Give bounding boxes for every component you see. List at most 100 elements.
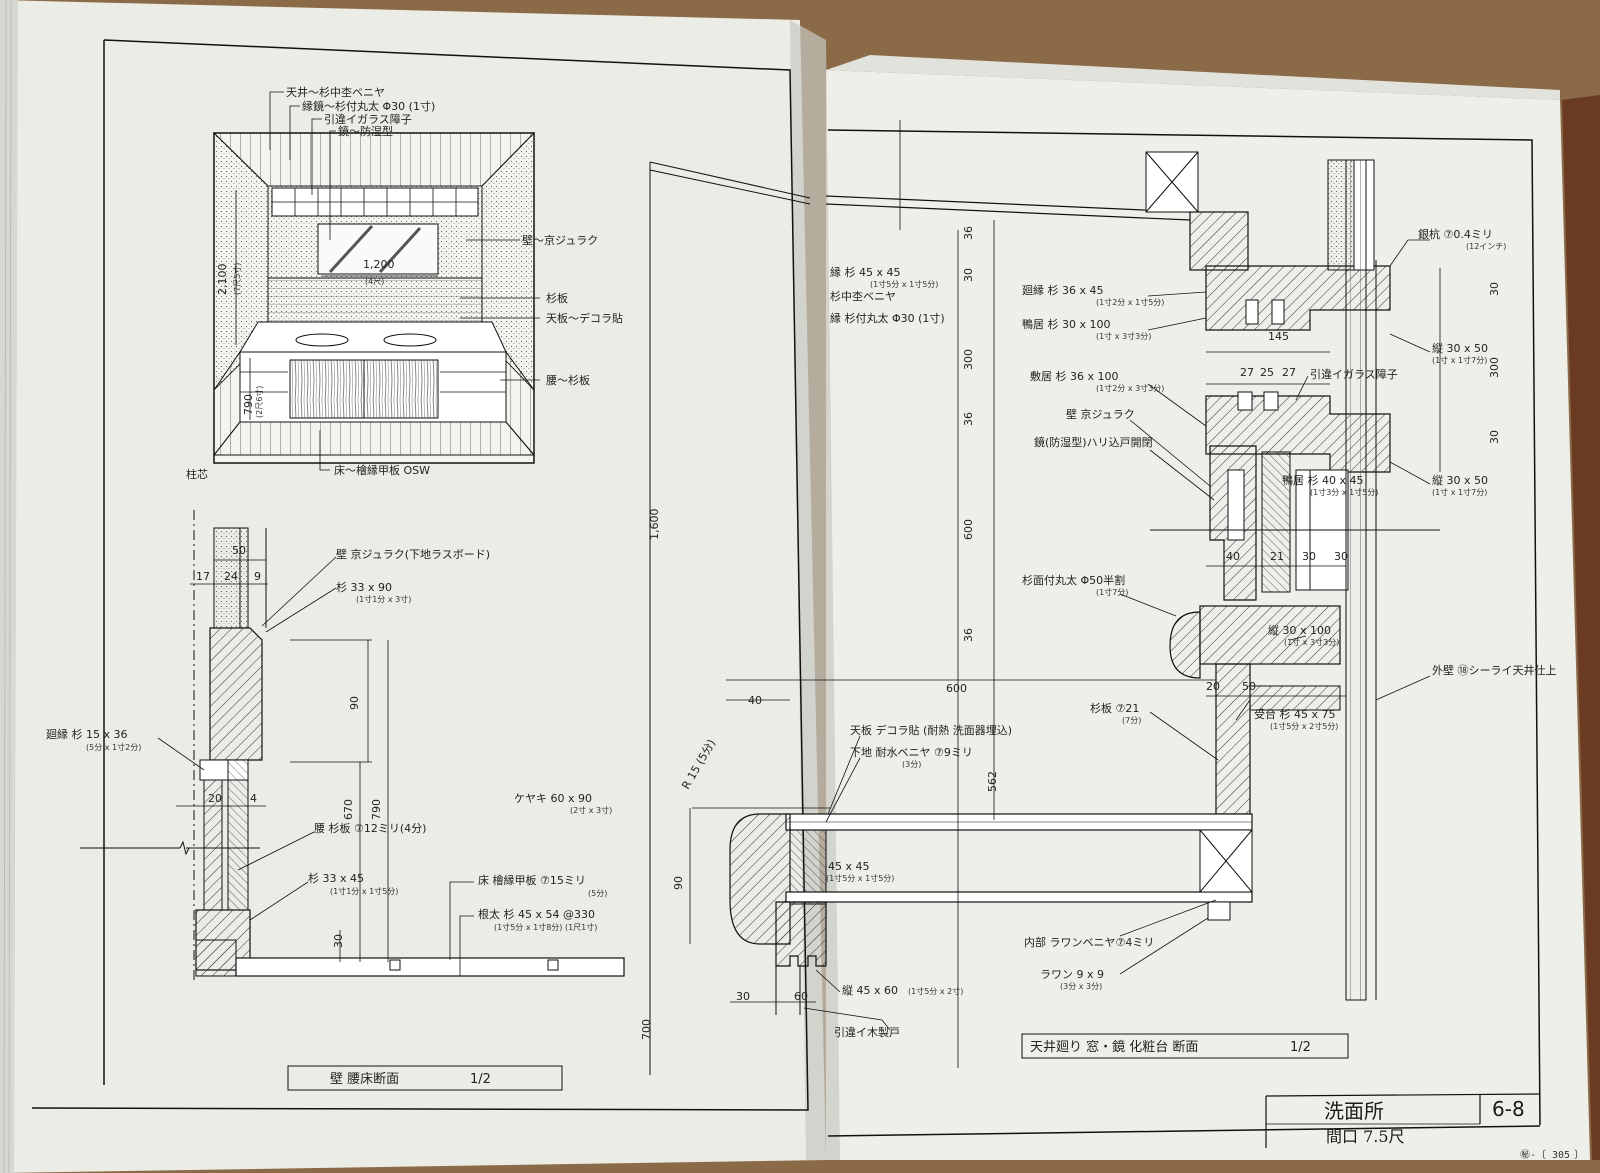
svg-text:(1寸 x 3寸3分): (1寸 x 3寸3分) [1096,331,1151,341]
persp-leaders [269,91,540,471]
label-base: 受台 杉 45 x 75 [1254,707,1336,721]
dim-17: 17 [196,570,210,583]
svg-text:30: 30 [736,990,750,1003]
dim-90: 90 [348,696,361,710]
svg-text:(1寸 x 3寸3分): (1寸 x 3寸3分) [1284,637,1339,647]
svg-text:30: 30 [1334,550,1348,563]
svg-text:40: 40 [748,694,762,707]
persp-label-glass: 引違イガラス障子 [324,112,412,126]
page-number: 305 [1552,1150,1570,1161]
left-caption-scale: 1/2 [470,1072,491,1087]
label-outer-wall: 外壁 ⑱シーライ天井仕上 [1432,663,1557,677]
dim-50: 50 [232,544,246,557]
svg-text:柱芯: 柱芯 [186,467,208,481]
label-mawari: 廻縁 杉 15 x 36 [46,727,128,741]
label-sugi-maruta: 杉面付丸太 Φ50半割 [1022,573,1125,587]
label-glass-r: 引違イガラス障子 [1310,367,1398,381]
label-counter2: 下地 耐水ベニヤ ⑦9ミリ [850,746,973,759]
label-tenjin: 銀杭 ⑦0.4ミリ [1418,227,1493,241]
svg-text:(2尺6寸): (2尺6寸) [254,386,264,418]
persp-label-frame: 縁鏡～杉付丸太 Φ30 (1寸) [302,99,435,113]
svg-text:30: 30 [1488,430,1501,444]
dim-670: 670 [342,799,355,820]
label-frame: 縦 45 x 60 [842,984,898,997]
label-sill: 縦 30 x 100 [1268,624,1331,637]
dim-9: 9 [254,570,261,583]
svg-text:600: 600 [946,682,967,695]
label-sugi-45x45: 縁 杉 45 x 45 [830,265,901,279]
persp-label-ceiling: 天井～杉中杢ベニヤ [286,85,385,99]
right-caption: 天井廻り 窓・鏡 化粧台 断面 [1030,1039,1198,1055]
svg-text:562: 562 [986,771,999,792]
dim-30: 30 [332,934,345,948]
svg-text:(2寸 x 3寸): (2寸 x 3寸) [570,805,612,815]
label-wall: 壁 京ジュラク(下地ラスボード) [336,547,490,561]
label-door: 引違イ木製戸 [834,1025,900,1039]
left-caption: 壁 腰床断面 [330,1072,399,1087]
svg-text:30: 30 [1488,282,1501,296]
label-45x45: 45 x 45 [828,860,870,873]
persp-counter-dim: 790 [242,394,255,415]
label-lauan: ラワン 9 x 9 [1040,968,1104,981]
svg-text:21: 21 [1270,550,1284,563]
label-kamoi2: 鴨居 杉 40 x 45 [1282,473,1364,487]
svg-text:25: 25 [1260,366,1274,379]
right-caption-scale: 1/2 [1290,1040,1311,1055]
label-inner: 内部 ラワンベニヤ⑦4ミリ [1024,935,1154,949]
label-maruta: 縁 杉付丸太 Φ30 (1寸) [830,311,945,325]
dim-790: 790 [370,799,383,820]
svg-text:(1寸5分 x 2寸): (1寸5分 x 2寸) [908,986,963,996]
svg-text:27: 27 [1240,366,1254,379]
svg-text:36: 36 [962,628,975,642]
svg-text:1,600: 1,600 [648,509,661,541]
label-keyaki: ケヤキ 60 x 90 [514,792,592,805]
label-sugiita: 杉板 ⑦21 [1090,701,1139,715]
persp-width-dim: 1,200 [363,258,395,271]
svg-text:(1寸5分 x 1寸5分): (1寸5分 x 1寸5分) [826,873,894,883]
svg-text:(1寸5分 x 1寸8分) (1尺1寸): (1寸5分 x 1寸8分) (1尺1寸) [494,922,597,932]
persp-height-dim: 2,100 [216,264,229,296]
label-kamoi: 鴨居 杉 30 x 100 [1022,317,1111,331]
label-sugi-33x45: 杉 33 x 45 [308,871,364,885]
label-koshi: 腰 杉板 ⑦12ミリ(4分) [314,821,426,835]
sheet-number: 6-8 [1492,1097,1525,1121]
persp-label-board: 杉板 [546,291,568,305]
label-sugi-33x90: 杉 33 x 90 [336,580,392,594]
svg-text:(1寸5分 x 1寸5分): (1寸5分 x 1寸5分) [870,279,938,289]
counter-section [649,120,1441,1075]
label-wa1: 縦 30 x 50 [1432,342,1488,355]
svg-text:(1寸 x 1寸7分): (1寸 x 1寸7分) [1432,355,1487,365]
svg-text:27: 27 [1282,366,1296,379]
svg-text:60: 60 [794,990,808,1003]
svg-text:145: 145 [1268,330,1289,343]
persp-label-mirror: 鏡～防湿型 [338,124,393,138]
svg-text:(3分 x 3分): (3分 x 3分) [1060,982,1102,991]
right-border [827,129,1541,1126]
svg-text:(1寸2分 x 3寸3分): (1寸2分 x 3寸3分) [1096,383,1164,393]
label-mirror-r: 鏡(防湿型)ハリ込戸開閉 [1034,435,1153,449]
svg-text:(1寸7分): (1寸7分) [1096,587,1128,597]
svg-text:30: 30 [962,268,975,282]
svg-text:600: 600 [962,519,975,540]
svg-text:(1寸2分 x 1寸5分): (1寸2分 x 1寸5分) [1096,297,1164,307]
svg-text:40: 40 [1226,550,1240,563]
svg-text:(4尺): (4尺) [365,277,384,286]
svg-text:(3分): (3分) [902,760,921,769]
svg-text:(12インチ): (12インチ) [1466,242,1506,251]
label-wa2: 縦 30 x 50 [1432,474,1488,487]
title-frontage: 間口 7.5尺 [1326,1127,1405,1146]
dim-4: 4 [250,792,257,805]
left-caption-box [287,1065,563,1091]
label-floor: 床 檜縁甲板 ⑦15ミリ [478,873,586,887]
label-shikii: 敷居 杉 36 x 100 [1030,369,1119,383]
svg-text:36: 36 [962,226,975,240]
page-prefix: ㊙-〔 [1520,1149,1546,1161]
title-block [1265,1093,1541,1148]
label-mawari-r: 廻縁 杉 36 x 45 [1022,283,1104,297]
persp-label-wainscot: 腰～杉板 [546,373,590,387]
page-suffix: 〕 [1574,1149,1584,1161]
svg-text:(1寸3分 x 1寸5分): (1寸3分 x 1寸5分) [1310,487,1378,497]
svg-text:(7尺5寸): (7尺5寸) [232,263,242,295]
right-caption-box [1021,1033,1349,1059]
svg-text:36: 36 [962,412,975,426]
